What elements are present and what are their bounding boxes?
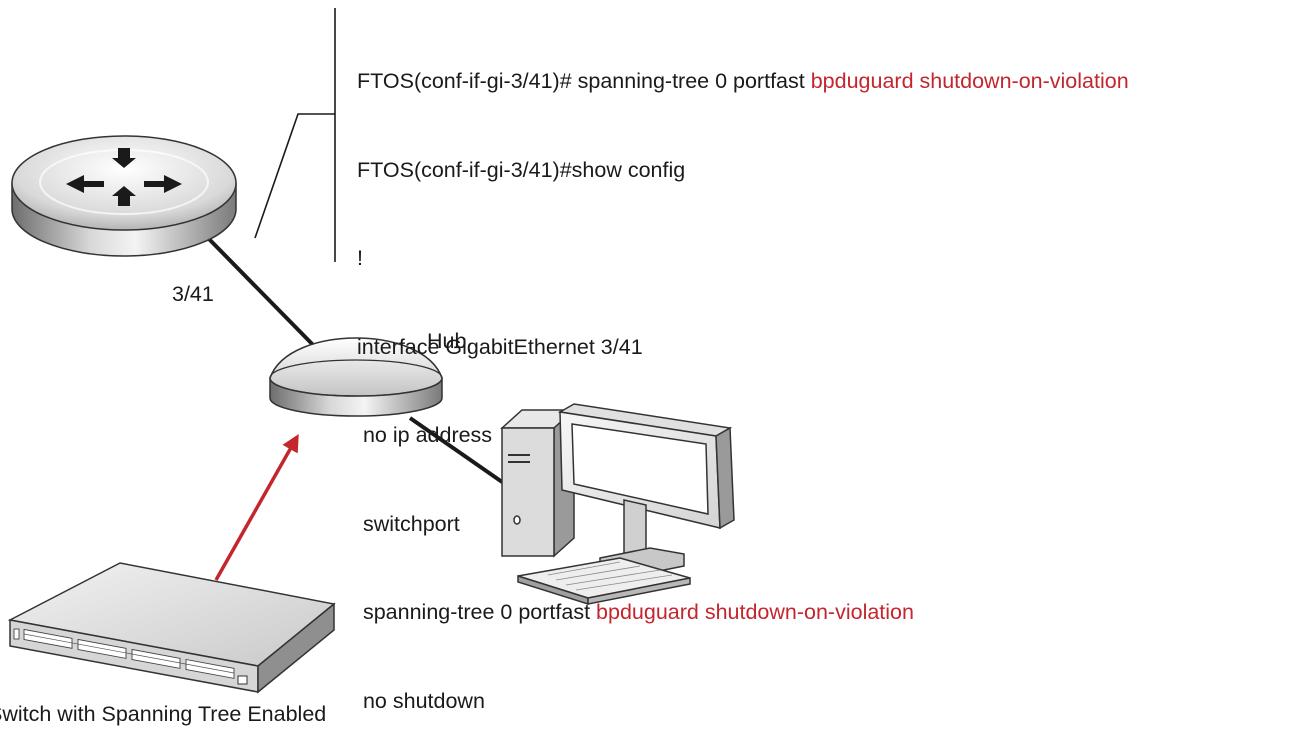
config-line-bang: ! bbox=[357, 246, 363, 270]
hub-computer-link bbox=[408, 416, 507, 486]
hub-icon bbox=[269, 337, 443, 417]
hub-label: Hub bbox=[427, 329, 467, 353]
stp-text: spanning-tree 0 portfast bbox=[357, 600, 597, 624]
config-line-command: FTOS(conf-if-gi-3/41)# spanning-tree 0 p… bbox=[357, 67, 1129, 97]
config-text-block: FTOS(conf-if-gi-3/41)# spanning-tree 0 p… bbox=[357, 8, 1129, 746]
command-highlight: bpduguard shutdown-on-violation bbox=[810, 69, 1129, 93]
router-icon bbox=[11, 135, 237, 257]
config-line-switchport: switchport bbox=[357, 511, 460, 536]
command-text: FTOS(conf-if-gi-3/41)# spanning-tree 0 p… bbox=[357, 69, 811, 93]
stp-highlight: bpduguard shutdown-on-violation bbox=[596, 600, 914, 624]
bpdu-arrow bbox=[214, 433, 299, 581]
config-callout-bracket bbox=[254, 8, 336, 262]
router-hub-link bbox=[206, 236, 322, 354]
config-line-show-config: FTOS(conf-if-gi-3/41)#show config bbox=[357, 157, 686, 182]
config-line-stp: spanning-tree 0 portfast bpduguard shutd… bbox=[357, 598, 1129, 628]
switch-label: Switch with Spanning Tree Enabled bbox=[0, 702, 327, 726]
port-label: 3/41 bbox=[172, 282, 214, 306]
config-line-no-shutdown: no shutdown bbox=[357, 688, 485, 713]
config-line-interface: interface GigabitEthernet 3/41 bbox=[357, 334, 643, 359]
switch-icon bbox=[7, 562, 336, 694]
config-line-no-ip: no ip address bbox=[357, 423, 493, 447]
computer-icon bbox=[500, 403, 735, 606]
